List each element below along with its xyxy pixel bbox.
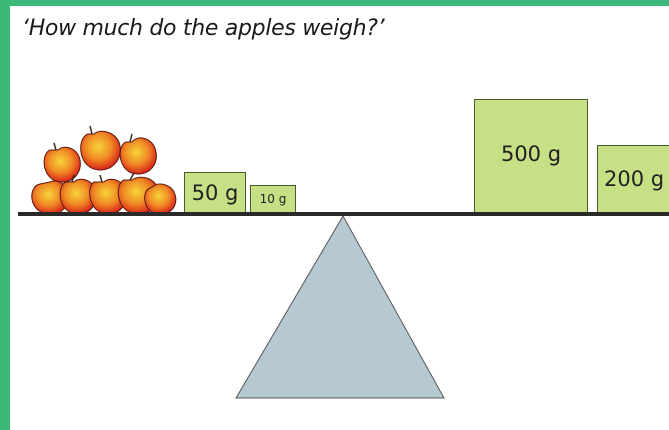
balance-illustration: ‘How much do the apples weigh?’ 50 g 10 … <box>10 6 669 430</box>
weight-50g: 50 g <box>184 172 246 213</box>
apple <box>119 137 157 175</box>
apple-pile <box>31 125 177 215</box>
apple <box>43 146 81 183</box>
weight-10g: 10 g <box>250 185 296 213</box>
balance-beam <box>18 212 669 216</box>
apple <box>31 180 70 215</box>
apple <box>144 183 177 215</box>
pivot-triangle <box>235 214 445 399</box>
weight-200g: 200 g <box>597 145 669 213</box>
question-text: ‘How much do the apples weigh?’ <box>22 16 385 41</box>
apple <box>80 130 121 171</box>
weight-500g: 500 g <box>474 99 588 213</box>
